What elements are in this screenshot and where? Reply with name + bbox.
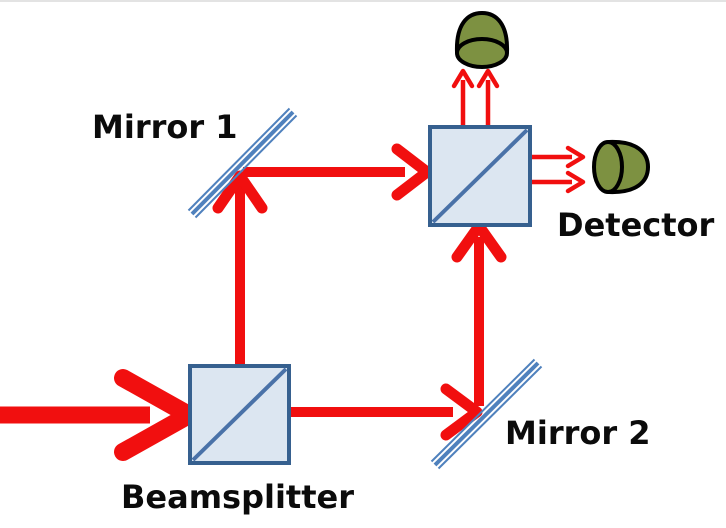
input-beam-arrow bbox=[0, 369, 198, 461]
beam-mirror1-to-bs2-arrow bbox=[243, 143, 433, 201]
beam-mirror2-to-bs2-arrow bbox=[451, 220, 507, 406]
output-beam-right-2-arrow bbox=[531, 170, 586, 194]
mirror-1-optic bbox=[187, 107, 298, 219]
mirror-1-label: Mirror 1 bbox=[92, 108, 238, 146]
figure-top-border bbox=[0, 0, 726, 2]
detector-top-icon bbox=[454, 11, 510, 69]
beamsplitter-1-cube bbox=[188, 364, 291, 465]
beam-bs1-to-mirror2-arrow bbox=[290, 383, 483, 441]
output-beam-top-1-arrow bbox=[451, 68, 475, 127]
beamsplitter-2-cube bbox=[428, 125, 532, 227]
mirror-2-optic bbox=[430, 358, 543, 470]
detector-right-icon bbox=[592, 139, 650, 195]
output-beam-right-1-arrow bbox=[531, 145, 586, 169]
beamsplitter-label: Beamsplitter bbox=[121, 478, 354, 516]
detector-label: Detector bbox=[557, 206, 715, 244]
mirror-2-label: Mirror 2 bbox=[505, 414, 651, 452]
output-beam-top-2-arrow bbox=[476, 68, 500, 127]
beam-bs1-to-mirror1-arrow bbox=[212, 170, 268, 365]
